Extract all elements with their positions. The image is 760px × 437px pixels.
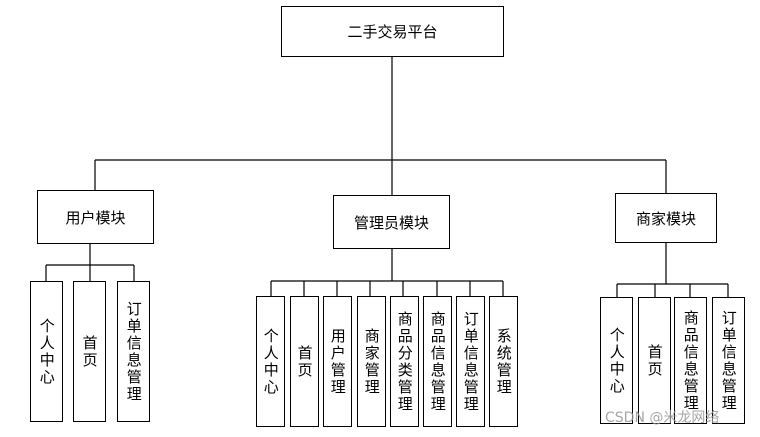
admin-child-merchant-management: 商家管理	[357, 296, 386, 427]
module-admin: 管理员模块	[333, 195, 450, 249]
user-child-home: 首页	[73, 281, 106, 422]
merchant-child-order-management: 订单信息管理	[712, 297, 745, 424]
admin-child-label: 商品信息管理	[428, 310, 447, 413]
merchant-child-personal-center: 个人中心	[600, 297, 633, 424]
admin-child-label: 商品分类管理	[395, 310, 414, 413]
admin-child-label: 商家管理	[362, 327, 381, 396]
root-node: 二手交易平台	[281, 6, 504, 57]
admin-child-system-management: 系统管理	[489, 296, 518, 427]
root-node-label: 二手交易平台	[347, 23, 438, 41]
merchant-child-product-management: 商品信息管理	[674, 297, 707, 424]
admin-child-personal-center: 个人中心	[256, 296, 285, 427]
user-child-label: 订单信息管理	[124, 300, 143, 403]
module-merchant-label: 商家模块	[635, 209, 696, 228]
module-user-label: 用户模块	[65, 208, 126, 227]
user-child-order-management: 订单信息管理	[117, 281, 150, 422]
module-admin-label: 管理员模块	[353, 213, 429, 232]
user-child-label: 首页	[80, 334, 99, 369]
admin-child-label: 首页	[295, 344, 314, 379]
admin-child-label: 订单信息管理	[461, 310, 480, 413]
admin-child-home: 首页	[290, 296, 319, 427]
merchant-child-label: 首页	[645, 343, 664, 378]
module-merchant: 商家模块	[615, 193, 717, 243]
admin-child-label: 用户管理	[328, 327, 347, 396]
admin-child-label: 系统管理	[494, 327, 513, 396]
admin-child-order-management: 订单信息管理	[456, 296, 485, 427]
admin-child-label: 个人中心	[261, 327, 280, 396]
admin-child-product-management: 商品信息管理	[423, 296, 452, 427]
user-child-personal-center: 个人中心	[30, 281, 63, 422]
watermark: CSDN @米龙网络	[605, 410, 720, 426]
module-user: 用户模块	[37, 190, 154, 244]
merchant-child-label: 订单信息管理	[719, 309, 738, 412]
user-child-label: 个人中心	[37, 317, 56, 386]
merchant-child-home: 首页	[638, 297, 671, 424]
admin-child-category-management: 商品分类管理	[390, 296, 419, 427]
merchant-child-label: 商品信息管理	[681, 309, 700, 412]
merchant-child-label: 个人中心	[607, 326, 626, 395]
admin-child-user-management: 用户管理	[323, 296, 352, 427]
